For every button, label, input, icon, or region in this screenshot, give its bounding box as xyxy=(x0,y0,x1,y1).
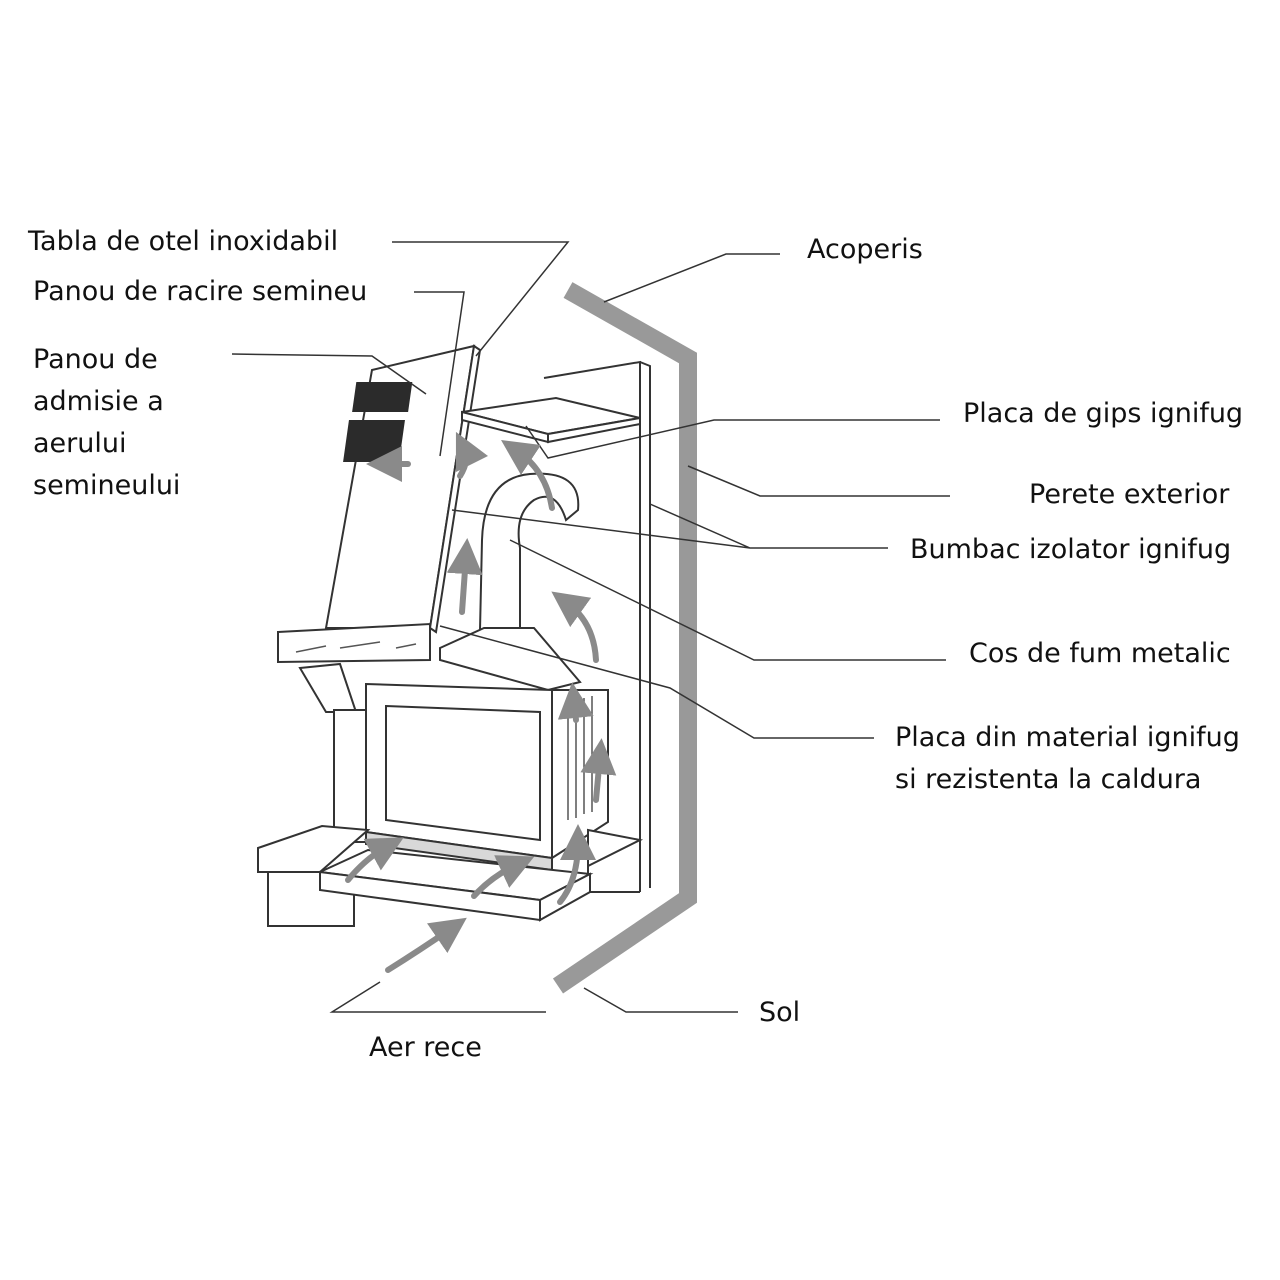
radiator-fins xyxy=(567,696,593,820)
leader-lines xyxy=(231,241,950,1013)
label-placa-material: Placa din material ignifug si rezistenta… xyxy=(895,717,1240,801)
label-placa-material-line: si rezistenta la caldura xyxy=(895,764,1202,795)
label-panou-admisie: Panou de admisie a aerului semineului xyxy=(33,339,180,507)
mantel-beam xyxy=(277,622,431,713)
label-panou-admisie-line: admisie a xyxy=(33,386,164,417)
label-panou-racire: Panou de racire semineu xyxy=(33,276,368,307)
metal-chimney-pipe xyxy=(478,472,580,634)
airflow-arrows xyxy=(345,431,617,973)
cooling-vent xyxy=(352,382,413,412)
label-perete-exterior: Perete exterior xyxy=(1029,479,1230,510)
side-pillar xyxy=(333,709,369,843)
label-panou-admisie-line: Panou de xyxy=(33,344,158,375)
label-acoperis: Acoperis xyxy=(807,234,923,265)
intake-vent xyxy=(343,420,405,462)
label-placa-gips: Placa de gips ignifug xyxy=(963,398,1244,429)
label-tabla-otel: Tabla de otel inoxidabil xyxy=(28,226,339,257)
gypsum-shelf xyxy=(461,396,641,444)
label-aer-rece: Aer rece xyxy=(369,1032,482,1063)
firebox-canopy xyxy=(439,627,582,692)
label-placa-material-line: Placa din material ignifug xyxy=(895,722,1240,753)
label-bumbac-izolator: Bumbac izolator ignifug xyxy=(910,534,1232,565)
firebox xyxy=(365,682,609,872)
label-panou-admisie-line: aerului xyxy=(33,428,127,459)
label-panou-admisie-line: semineului xyxy=(33,470,181,501)
label-cos-fum: Cos de fum metalic xyxy=(969,638,1231,669)
label-sol: Sol xyxy=(759,997,801,1028)
